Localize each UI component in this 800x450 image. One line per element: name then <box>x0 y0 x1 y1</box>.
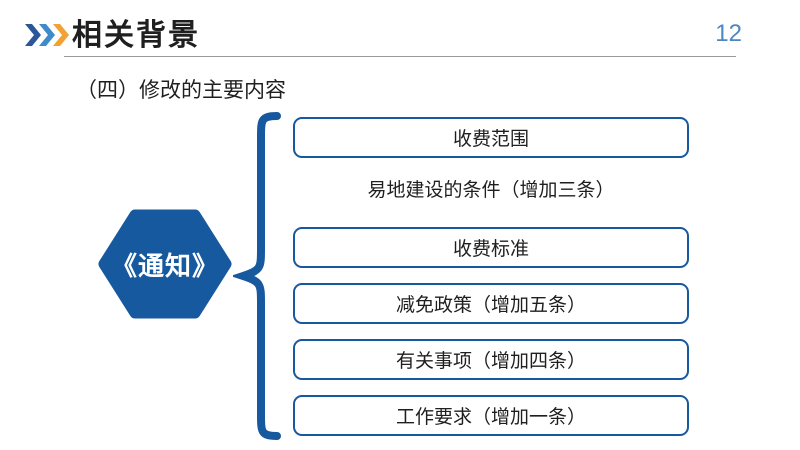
header-divider <box>64 56 736 57</box>
page-number: 12 <box>715 20 742 47</box>
page-title: 相关背景 <box>72 19 200 52</box>
diagram-item-box: 收费范围 <box>293 117 689 158</box>
curly-brace-icon <box>230 110 285 442</box>
diagram-item-box: 有关事项（增加四条） <box>293 339 689 380</box>
triple-chevron-right-icon <box>25 24 69 46</box>
diagram-item-box: 收费标准 <box>293 227 689 268</box>
diagram-item-list: 收费范围 易地建设的条件（增加三条） 收费标准 减免政策（增加五条） 有关事项（… <box>293 0 689 450</box>
slide-header: 相关背景 12 <box>0 0 800 60</box>
diagram-item-box: 减免政策（增加五条） <box>293 283 689 324</box>
notice-hexagon: 《通知》 <box>98 207 232 321</box>
notice-label: 《通知》 <box>110 250 219 281</box>
section-subtitle: （四）修改的主要内容 <box>76 79 286 102</box>
diagram-item-box: 工作要求（增加一条） <box>293 395 689 436</box>
hexagon-shape-icon <box>98 209 232 319</box>
diagram-item-text: 易地建设的条件（增加三条） <box>293 168 689 209</box>
